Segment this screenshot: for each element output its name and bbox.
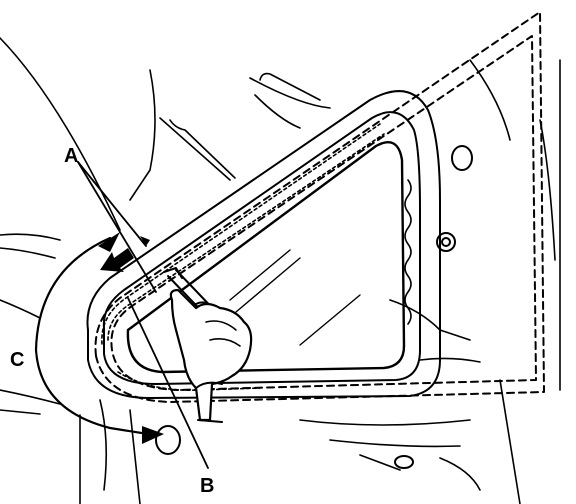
panel-slot-bottom xyxy=(394,455,414,469)
hand-cuff xyxy=(195,381,223,423)
quarter-window-outer-frame xyxy=(86,90,441,399)
quarter-glass-pane xyxy=(126,141,406,374)
callout-label-b: B xyxy=(200,475,214,497)
dashed-glass-outline xyxy=(94,11,545,403)
callout-label-c: C xyxy=(10,349,24,371)
glass-seal-right-edge xyxy=(404,179,412,325)
callout-a-leaders xyxy=(77,161,157,293)
panel-nut xyxy=(436,232,456,252)
quarter-window-inner-frame xyxy=(102,111,421,385)
arrow-c-head-bottom xyxy=(142,426,164,444)
direction-arrow xyxy=(100,248,134,272)
callout-label-a: A xyxy=(64,145,78,167)
glass-reflection-lines xyxy=(229,249,361,346)
hand-fingers xyxy=(205,320,241,347)
hand-illustration xyxy=(169,288,253,422)
body-panel-lines xyxy=(0,37,561,504)
panel-hole-lower xyxy=(155,425,181,455)
callout-b-leader xyxy=(127,297,209,469)
panel-hole-upper xyxy=(451,145,473,171)
arrow-a-head xyxy=(140,236,150,246)
arrow-c-head-top xyxy=(98,232,120,252)
callout-c-arrow-path xyxy=(34,236,150,436)
